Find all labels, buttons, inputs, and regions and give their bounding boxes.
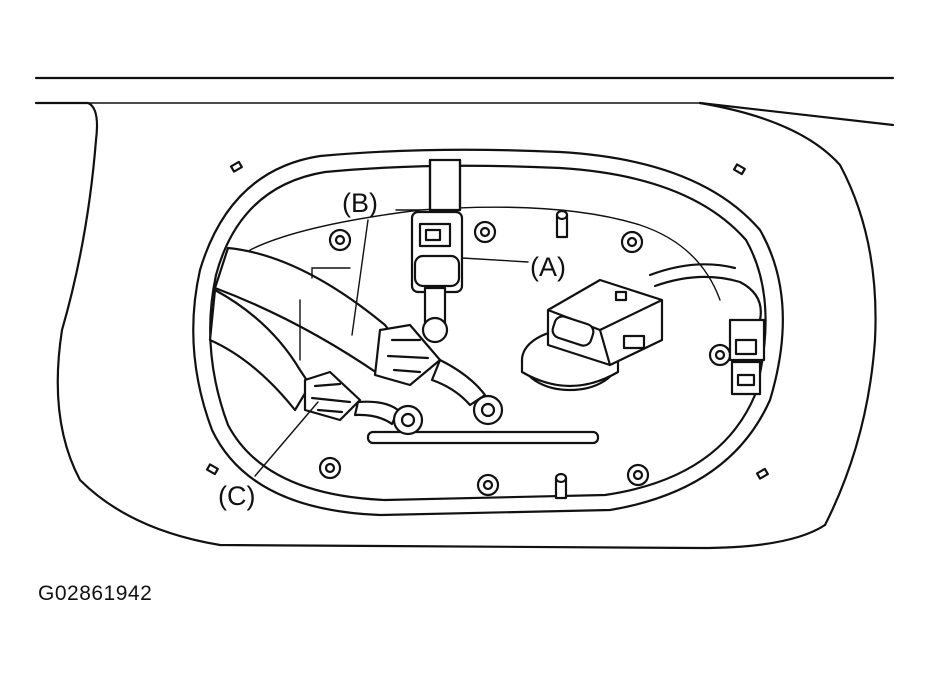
return-tube-port-inner xyxy=(480,402,496,418)
stud-bottom xyxy=(554,472,568,500)
panel-tab-3 xyxy=(205,463,219,476)
plate-bolt-7 xyxy=(476,473,500,497)
leader-line-b xyxy=(351,219,369,336)
vapor-tube-port-inner xyxy=(400,412,416,428)
floor-panel-right-edge xyxy=(698,101,877,527)
panel-tab-4 xyxy=(755,467,769,480)
plate-bolt-1 xyxy=(328,228,352,252)
plate-bolt-5 xyxy=(708,343,732,367)
pump-plate-edge xyxy=(249,206,721,301)
quick-connector-upper xyxy=(410,210,464,294)
return-tube xyxy=(430,358,487,407)
plate-bracket-outline xyxy=(299,267,351,361)
plate-bolt-8 xyxy=(626,463,650,487)
leader-line-c xyxy=(254,401,319,477)
wiring-harness xyxy=(653,275,762,322)
plate-bolt-6 xyxy=(318,456,342,480)
leader-line-a xyxy=(461,257,529,263)
panel-seam-line xyxy=(698,101,895,127)
panel-tab-1 xyxy=(229,160,243,173)
plate-bolt-2 xyxy=(473,220,497,244)
fuel-hose-large-lower xyxy=(208,288,312,412)
harness-connector xyxy=(728,318,766,396)
hose-clamp-c xyxy=(303,370,362,422)
stud-a xyxy=(555,209,569,239)
vapor-tube xyxy=(353,400,400,426)
service-hole-inner-rim xyxy=(209,164,767,502)
floor-panel-outline xyxy=(34,101,827,550)
wiring-harness-2 xyxy=(648,263,737,277)
service-hole-outer-rim xyxy=(192,148,784,517)
callout-c: (C) xyxy=(218,481,255,511)
plate-slot xyxy=(366,430,600,445)
plate-bolt-3 xyxy=(620,230,644,254)
fuel-tube-port xyxy=(421,316,449,344)
hose-clamp-b xyxy=(373,323,442,387)
fuel-hose-outline xyxy=(428,158,462,212)
figure-code: G02861942 xyxy=(38,582,153,605)
panel-tab-2 xyxy=(732,163,746,176)
callout-a: (A) xyxy=(530,252,566,282)
fuel-hose-top xyxy=(428,158,462,212)
callout-b: (B) xyxy=(342,188,378,218)
pump-electrical-connector xyxy=(520,278,664,392)
